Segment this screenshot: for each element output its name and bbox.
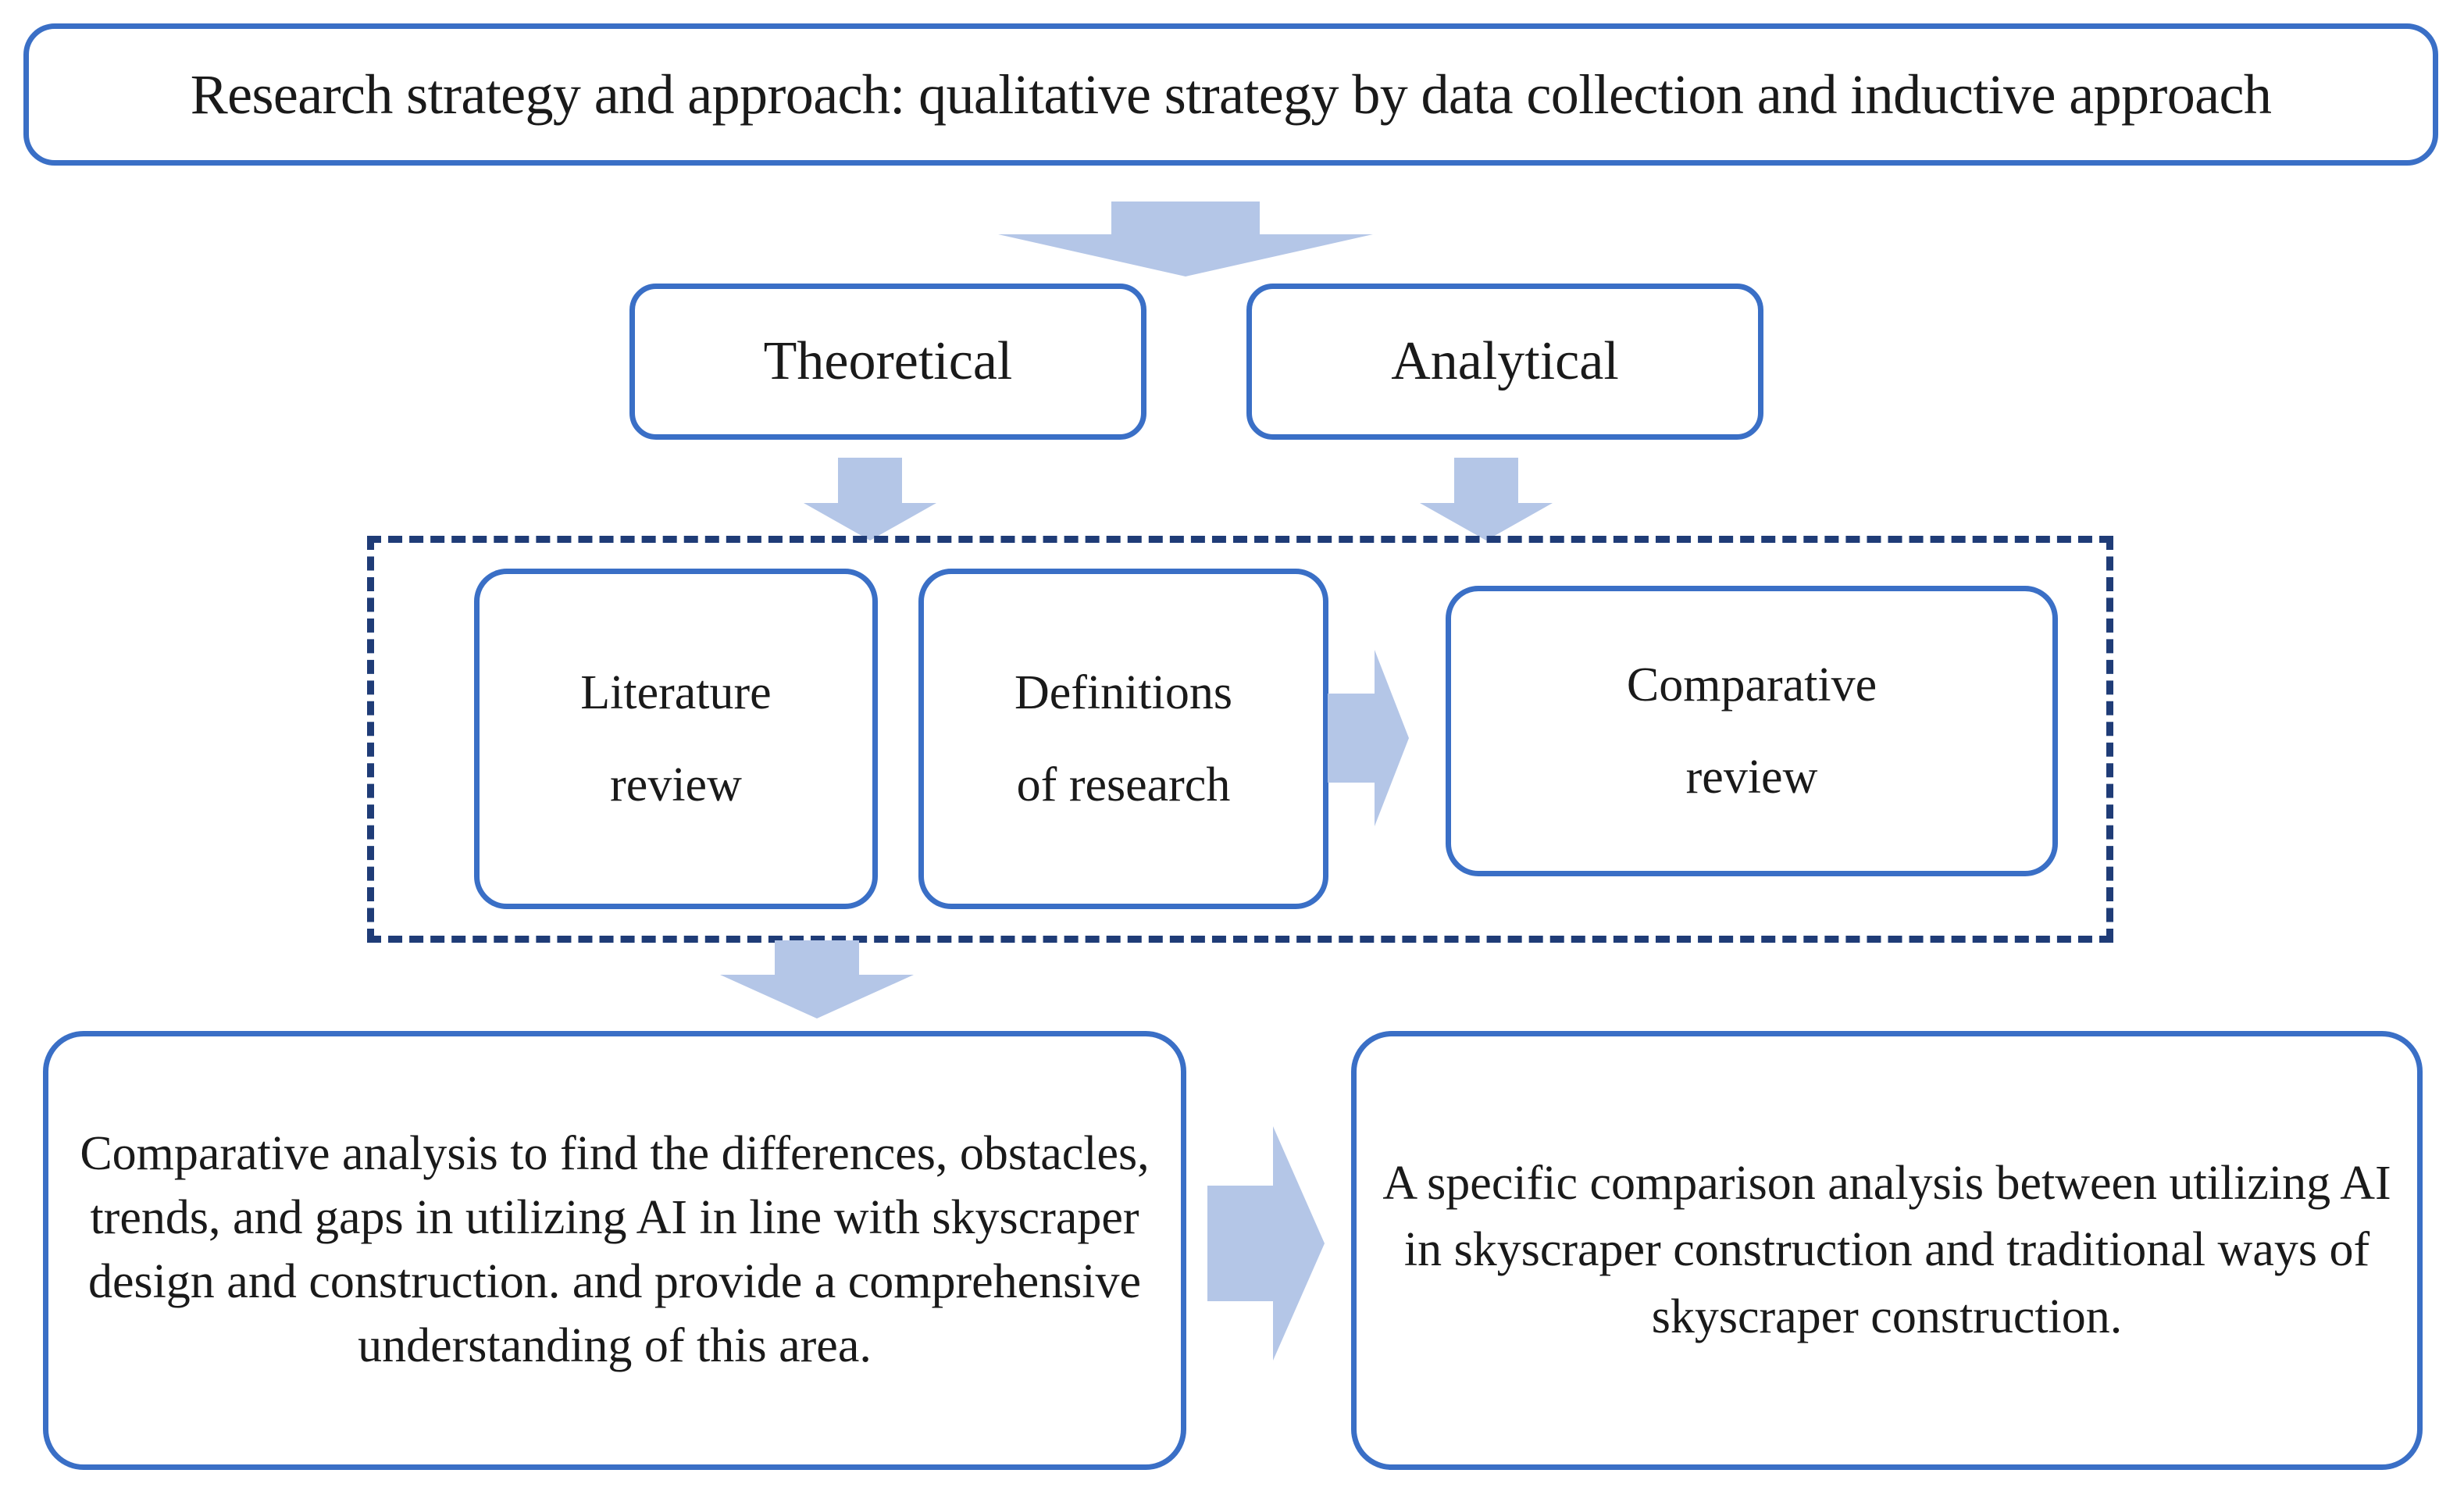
arrow-down-theoretical-icon: [804, 458, 936, 540]
research-strategy-box: Research strategy and approach: qualitat…: [23, 23, 2438, 166]
arrow-down-to-results-icon: [720, 940, 914, 1018]
branch-box-analytical: Analytical: [1246, 284, 1763, 440]
definitions-of-research-line-2: of research: [1016, 758, 1231, 811]
arrow-down-analytical-icon: [1420, 458, 1553, 540]
result-label-specific-comparison: A specific comparison analysis between u…: [1382, 1156, 2391, 1343]
arrow-right-to-specific-comparison-icon: [1207, 1126, 1325, 1361]
research-strategy-label: Research strategy and approach: qualitat…: [190, 62, 2272, 126]
method-label-definitions-of-research: Definitions of research: [924, 669, 1323, 809]
definitions-of-research-line-1: Definitions: [1014, 666, 1232, 719]
literature-review-line-2: review: [610, 758, 742, 811]
result-label-comparative-analysis: Comparative analysis to find the differe…: [80, 1127, 1150, 1372]
method-label-literature-review: Literature review: [480, 669, 872, 809]
result-box-comparative-analysis: Comparative analysis to find the differe…: [43, 1031, 1186, 1470]
method-label-comparative-review: Comparative review: [1451, 661, 2052, 801]
branch-label-analytical: Analytical: [1391, 331, 1619, 391]
literature-review-line-1: Literature: [580, 666, 772, 719]
arrow-right-to-comparative-icon: [1328, 650, 1409, 826]
methods-group-container: [367, 536, 2113, 943]
branch-label-theoretical: Theoretical: [763, 331, 1013, 391]
comparative-review-line-2: review: [1685, 751, 1818, 804]
comparative-review-line-1: Comparative: [1626, 658, 1877, 712]
method-box-comparative-review: Comparative review: [1446, 586, 2058, 876]
method-box-definitions-of-research: Definitions of research: [918, 569, 1328, 909]
result-box-specific-comparison: A specific comparison analysis between u…: [1351, 1031, 2423, 1470]
method-box-literature-review: Literature review: [474, 569, 878, 909]
branch-box-theoretical: Theoretical: [629, 284, 1146, 440]
arrow-down-to-branches-icon: [998, 202, 1373, 276]
